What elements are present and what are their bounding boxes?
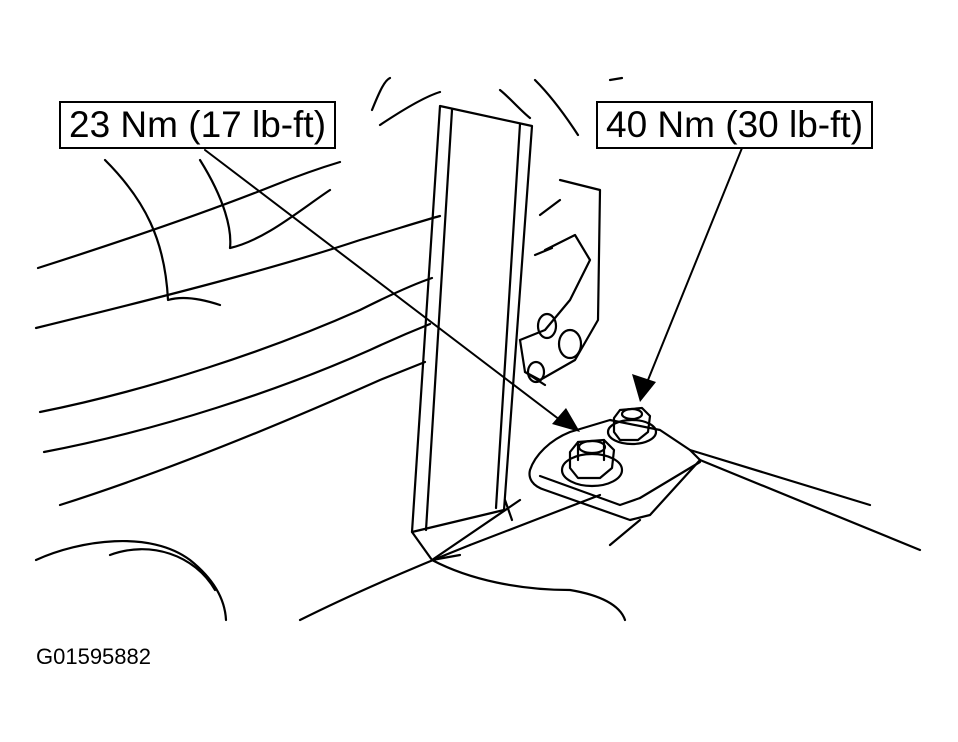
leader-line-40nm (647, 147, 743, 381)
floor-panels (298, 493, 627, 622)
arrowhead-23nm (552, 408, 580, 432)
leader-line-23nm (204, 149, 561, 421)
lower-left-curve (34, 540, 228, 622)
leader-lines (204, 147, 743, 421)
figure-id-label: G01595882 (36, 644, 151, 669)
bolt-40nm (606, 406, 658, 446)
hinge-assembly (518, 178, 602, 387)
torque-callout-40nm: 40 Nm (30 lb-ft) (596, 101, 874, 149)
bolt-23nm (560, 438, 624, 488)
body-contour-lines (34, 76, 624, 507)
vertical-pillar (410, 104, 534, 562)
arrowhead-40nm (632, 374, 656, 402)
torque-callout-23nm: 23 Nm (17 lb-ft) (59, 101, 337, 149)
bracket-plate (528, 418, 922, 552)
